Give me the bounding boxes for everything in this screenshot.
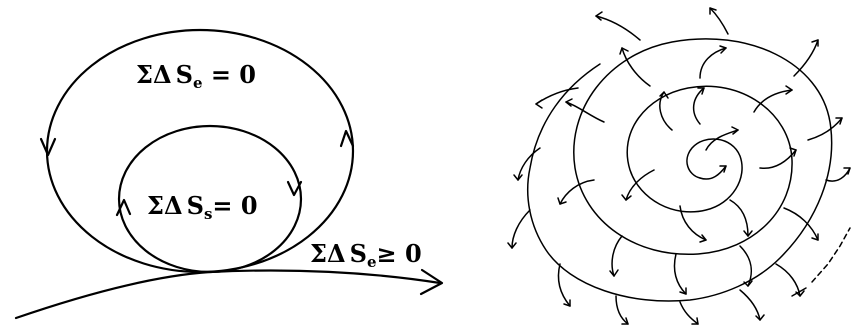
flow-arrow [705, 129, 739, 151]
flow-arrow [679, 301, 699, 325]
spiral-dashed-continuation [811, 227, 851, 283]
entropy-symbol: S [187, 191, 204, 220]
flow-arrow [739, 245, 753, 287]
flow-arrow [673, 253, 687, 295]
relation: ≥ 0 [376, 239, 421, 268]
arrowhead [795, 290, 805, 297]
arrowhead [743, 230, 753, 237]
entropy-symbol: S [350, 239, 367, 268]
arrowhead [697, 87, 705, 95]
arrowhead [835, 117, 843, 125]
flow-arrow [699, 47, 727, 79]
arrowhead [755, 314, 765, 321]
arrowhead [621, 317, 629, 325]
flow-arrowheads [507, 7, 851, 325]
sigma-symbol: Σ [310, 239, 327, 268]
flow-arrow [775, 263, 801, 297]
sigma-symbol: Σ [147, 191, 164, 220]
arrowhead [743, 280, 753, 287]
arrowhead [621, 194, 632, 201]
arrowhead [609, 269, 619, 277]
inner-loop-arrow-left [115, 198, 132, 217]
arrowhead [785, 85, 793, 95]
arrowhead [811, 233, 819, 241]
spiral-curve [527, 38, 833, 302]
flow-arrow [692, 87, 705, 125]
delta-symbol: Δ [153, 60, 172, 89]
flow-arrow [699, 165, 727, 180]
flow-arrow [679, 205, 707, 241]
flow-arrow [595, 15, 641, 41]
arrowhead [565, 98, 573, 107]
flow-arrow [621, 47, 651, 87]
entropy-symbol: S [176, 60, 193, 89]
flow-arrow [783, 207, 819, 241]
flow-arrow [739, 289, 761, 321]
arrowhead [679, 287, 687, 295]
left-cycle-diagram [14, 28, 444, 320]
delta-symbol: Δ [327, 239, 346, 268]
arrowhead [691, 317, 699, 325]
arrowhead [789, 147, 797, 157]
subscript: s [204, 205, 212, 223]
arrowhead [719, 165, 727, 173]
delta-symbol: Δ [164, 191, 183, 220]
outer-loop-arrow-left [39, 137, 57, 157]
relation: = 0 [202, 60, 256, 89]
arrowhead [557, 197, 567, 205]
irreversible-trajectory [14, 269, 442, 320]
sigma-symbol: Σ [136, 60, 153, 89]
flow-arrow [625, 169, 655, 201]
arrowhead [507, 242, 517, 249]
relation: = 0 [212, 191, 257, 220]
arrowhead [719, 45, 727, 54]
arrowhead [843, 167, 851, 175]
flow-arrow [807, 117, 843, 141]
arrowhead [709, 7, 717, 15]
arrowhead [699, 234, 707, 243]
flow-arrow [793, 39, 819, 77]
flow-arrow [611, 235, 623, 277]
arrowhead [731, 126, 739, 135]
arrowhead [535, 99, 543, 109]
outer-cycle-loop [45, 28, 355, 274]
inner-loop-arrow-right [286, 180, 303, 197]
arrowhead [513, 174, 523, 181]
arrowhead [811, 39, 819, 47]
flow-arrow [559, 179, 595, 205]
subscript: e [193, 74, 203, 92]
outer-loop-arrow-right [339, 129, 355, 148]
flow-arrow [565, 101, 605, 123]
trajectory-arrowhead [419, 268, 444, 296]
flow-arrow [511, 209, 531, 249]
flow-arrow [517, 147, 541, 181]
arrowhead [595, 11, 603, 21]
right-spiral-diagram [507, 7, 851, 325]
arrowhead [619, 47, 629, 55]
flow-arrows [511, 7, 851, 325]
arrowhead [563, 299, 571, 307]
flow-arrow [557, 263, 571, 307]
arrowhead [659, 91, 669, 99]
flow-arrow [535, 87, 579, 105]
flow-arrow [729, 199, 749, 237]
flow-arrow [709, 7, 729, 35]
flow-arrow [753, 89, 793, 113]
flow-arrow [615, 295, 629, 325]
subscript: e [367, 253, 377, 271]
flow-arrow [659, 91, 673, 131]
flow-arrow [759, 149, 797, 169]
